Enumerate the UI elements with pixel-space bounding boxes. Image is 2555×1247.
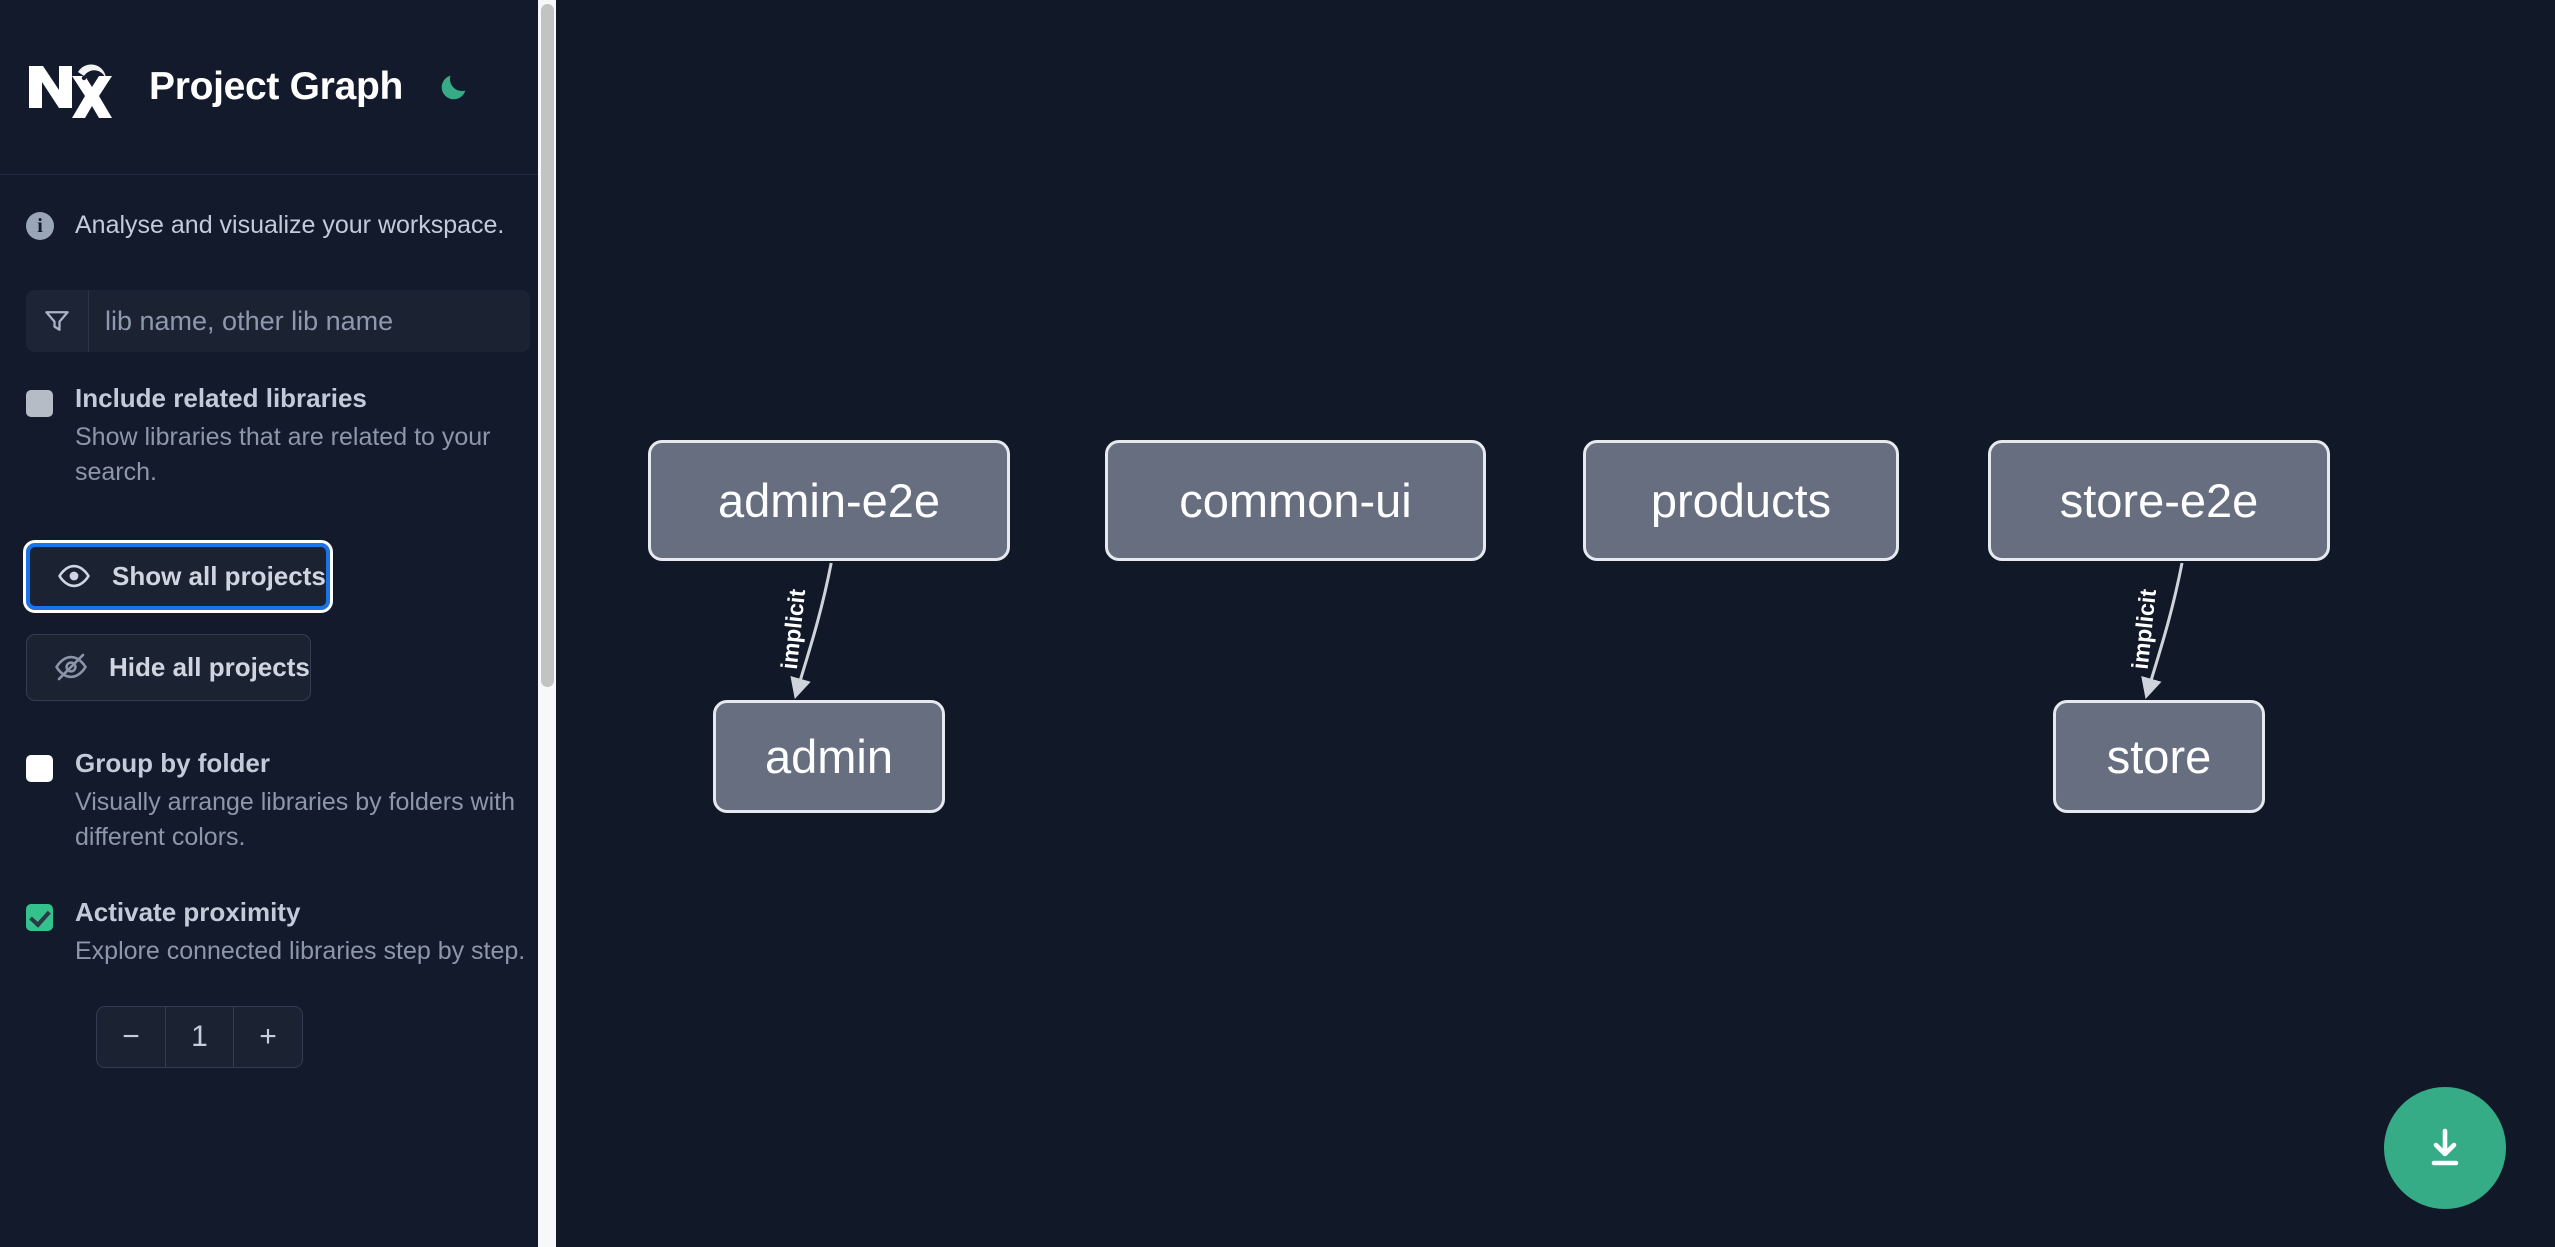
edge-label-implicit: implicit bbox=[776, 587, 810, 670]
stepper-decrement-button[interactable]: − bbox=[97, 1007, 166, 1068]
sidebar: Project Graph i Analyse and visualize yo… bbox=[0, 0, 556, 1247]
moon-icon bbox=[441, 75, 466, 100]
graph-node-store-e2e[interactable]: store-e2e bbox=[1988, 440, 2330, 561]
graph-node-store[interactable]: store bbox=[2053, 700, 2265, 813]
filter-search-box[interactable] bbox=[26, 290, 530, 352]
graph-node-label: admin bbox=[764, 730, 893, 783]
sidebar-scrollbar-thumb[interactable] bbox=[541, 4, 554, 687]
graph-node-label: common-ui bbox=[1179, 474, 1412, 527]
proximity-stepper: − 1 + bbox=[96, 1006, 303, 1069]
graph-node-common-ui[interactable]: common-ui bbox=[1105, 440, 1486, 561]
sidebar-header: Project Graph bbox=[0, 0, 556, 175]
option-include-related-libraries[interactable]: Include related libraries Show libraries… bbox=[0, 352, 556, 491]
checkbox-include-related-libraries[interactable] bbox=[26, 390, 53, 417]
graph-node-products[interactable]: products bbox=[1583, 440, 1899, 561]
show-all-projects-button[interactable]: Show all projects bbox=[23, 539, 333, 613]
edge-label-implicit: implicit bbox=[2127, 587, 2161, 670]
graph-node-admin[interactable]: admin bbox=[713, 700, 945, 813]
download-button[interactable] bbox=[2384, 1087, 2506, 1209]
show-all-projects-label: Show all projects bbox=[112, 560, 326, 591]
option-label: Group by folder bbox=[75, 747, 270, 778]
checkbox-group-by-folder[interactable] bbox=[26, 754, 53, 782]
graph-edges-layer: implicit implicit bbox=[776, 562, 2184, 700]
option-description: Show libraries that are related to your … bbox=[75, 422, 491, 487]
checkbox-activate-proximity[interactable] bbox=[26, 903, 53, 931]
eye-off-icon bbox=[55, 654, 87, 681]
option-label: Include related libraries bbox=[75, 383, 367, 413]
option-description: Explore connected libraries step by step… bbox=[75, 936, 526, 965]
stepper-value[interactable]: 1 bbox=[166, 1007, 233, 1068]
graph-node-label: products bbox=[1650, 474, 1832, 527]
filter-funnel-icon bbox=[26, 290, 89, 352]
download-icon bbox=[2431, 1128, 2459, 1166]
edge-store-e2e-store bbox=[2141, 562, 2184, 700]
info-icon: i bbox=[26, 211, 54, 240]
hide-all-projects-button[interactable]: Hide all projects bbox=[26, 633, 311, 701]
graph-node-label: admin-e2e bbox=[717, 474, 941, 527]
theme-toggle-button[interactable] bbox=[431, 64, 477, 110]
workspace-info: i Analyse and visualize your workspace. bbox=[0, 175, 556, 240]
sidebar-scrollbar-track[interactable] bbox=[538, 0, 556, 1247]
option-group-by-folder[interactable]: Group by folder Visually arrange librari… bbox=[0, 701, 556, 856]
search-input[interactable] bbox=[89, 290, 530, 352]
info-text: Analyse and visualize your workspace. bbox=[75, 211, 505, 239]
option-label: Activate proximity bbox=[75, 896, 301, 927]
page-title: Project Graph bbox=[149, 65, 403, 108]
stepper-increment-button[interactable]: + bbox=[233, 1007, 302, 1068]
eye-icon bbox=[58, 565, 90, 588]
nx-logo bbox=[29, 64, 112, 118]
graph-node-admin-e2e[interactable]: admin-e2e bbox=[648, 440, 1010, 561]
option-activate-proximity[interactable]: Activate proximity Explore connected lib… bbox=[0, 856, 556, 969]
option-description: Visually arrange libraries by folders wi… bbox=[75, 787, 516, 852]
project-graph-canvas[interactable]: implicit implicit admin-e2e common-ui pr… bbox=[556, 0, 2555, 1247]
graph-node-label: store bbox=[2106, 730, 2212, 783]
hide-all-projects-label: Hide all projects bbox=[109, 651, 310, 682]
edge-admin-e2e-admin bbox=[790, 562, 833, 700]
graph-node-label: store-e2e bbox=[2059, 474, 2259, 527]
